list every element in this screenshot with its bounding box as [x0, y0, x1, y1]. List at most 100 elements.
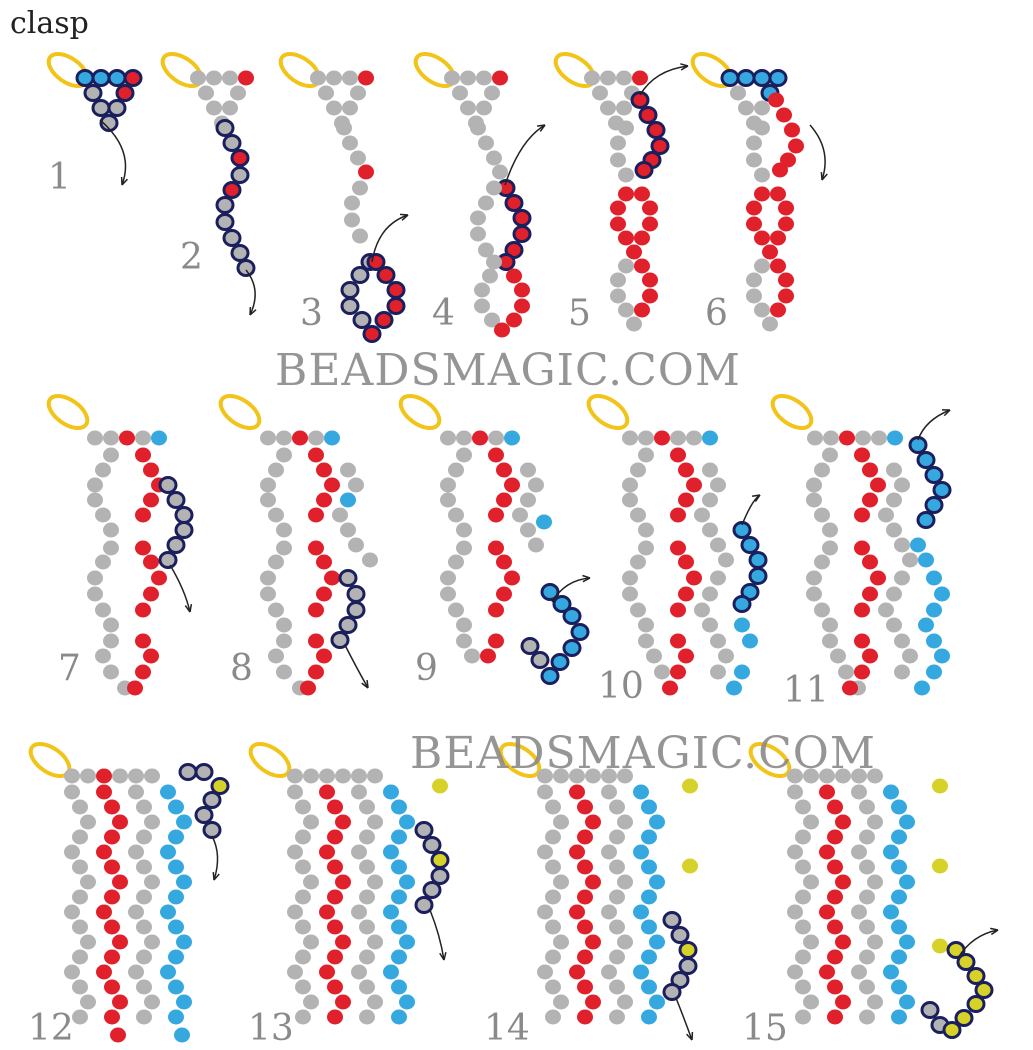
bead [522, 639, 538, 654]
bead [391, 920, 407, 935]
bead [276, 541, 292, 556]
bead [734, 597, 750, 612]
bead [886, 493, 902, 508]
bead [806, 571, 822, 586]
bead [537, 965, 553, 980]
step-label-12: 12 [28, 1008, 74, 1049]
bead [585, 875, 601, 890]
bead [827, 800, 843, 815]
bead [617, 815, 633, 830]
bead [506, 196, 522, 211]
bead [795, 860, 811, 875]
bead [934, 649, 950, 664]
bead [788, 139, 804, 154]
bead [532, 653, 548, 668]
bead [545, 890, 561, 905]
bead [136, 830, 152, 845]
bead [348, 538, 364, 553]
bead [514, 299, 530, 314]
bead [104, 950, 120, 965]
bead [545, 860, 561, 875]
bead [399, 875, 415, 890]
bead [859, 920, 875, 935]
bead [222, 101, 238, 116]
bead [456, 431, 472, 446]
bead [891, 920, 907, 935]
bead [670, 448, 686, 463]
bead [168, 800, 184, 815]
bead [803, 995, 819, 1010]
bead [862, 463, 878, 478]
bead [662, 681, 678, 696]
bead [488, 541, 504, 556]
bead [176, 995, 192, 1010]
bead [344, 213, 360, 228]
bead [478, 196, 494, 211]
bead [787, 965, 803, 980]
bead [520, 463, 536, 478]
bead [72, 920, 88, 935]
bead [835, 995, 851, 1010]
bead [514, 227, 530, 242]
bead [143, 649, 159, 664]
bead [316, 649, 332, 664]
bead [934, 483, 950, 498]
bead [64, 845, 80, 860]
bead [327, 830, 343, 845]
bead [862, 555, 878, 570]
bead [472, 431, 488, 446]
step-label-11: 11 [783, 670, 829, 711]
bead [839, 431, 855, 446]
bead [359, 920, 375, 935]
bead [276, 665, 292, 680]
bead [359, 980, 375, 995]
bead [569, 905, 585, 920]
bead [222, 71, 238, 86]
bead [803, 769, 819, 784]
bead [926, 665, 942, 680]
bead [93, 71, 109, 86]
bead [391, 980, 407, 995]
bead [287, 965, 303, 980]
bead [77, 71, 93, 86]
bead [569, 769, 585, 784]
bead [476, 71, 492, 86]
bead [642, 289, 658, 304]
bead [718, 553, 734, 568]
bead [287, 785, 303, 800]
bead [641, 890, 657, 905]
bead [125, 71, 141, 86]
bead [308, 508, 324, 523]
bead [545, 1010, 561, 1025]
bead [926, 571, 942, 586]
bead [918, 618, 934, 633]
bead [383, 845, 399, 860]
bead [168, 493, 184, 508]
bead [859, 980, 875, 995]
bead [268, 649, 284, 664]
bead [391, 800, 407, 815]
bead [95, 603, 111, 618]
bead [867, 769, 883, 784]
bead [424, 838, 440, 853]
bead [128, 905, 144, 920]
bead [80, 815, 96, 830]
bead [569, 785, 585, 800]
bead [754, 303, 770, 318]
bead [932, 779, 948, 794]
bead [851, 769, 867, 784]
bead [819, 845, 835, 860]
bead [609, 800, 625, 815]
bead [806, 587, 822, 602]
bead [633, 845, 649, 860]
bead [340, 571, 356, 586]
bead [855, 431, 871, 446]
bead [968, 997, 984, 1012]
bead [268, 508, 284, 523]
bead [894, 634, 910, 649]
bead [135, 665, 151, 680]
bead [528, 478, 544, 493]
bead [358, 71, 374, 86]
bead [670, 431, 686, 446]
bead [854, 665, 870, 680]
